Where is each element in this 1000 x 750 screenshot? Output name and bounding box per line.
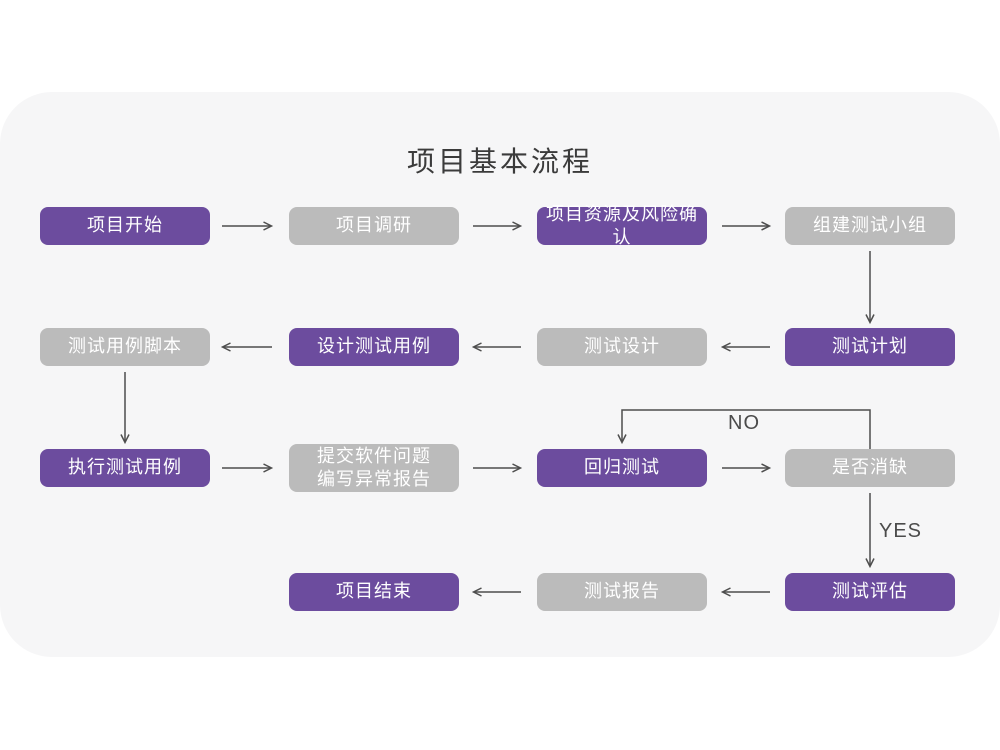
no-branch-label: NO <box>728 412 760 434</box>
diagram-title: 项目基本流程 <box>406 146 593 177</box>
node-test-evaluation: 测试评估 <box>785 573 955 611</box>
node-build-test-team: 组建测试小组 <box>785 207 955 245</box>
node-execute-test-cases: 执行测试用例 <box>40 449 210 487</box>
node-design-test-cases: 设计测试用例 <box>289 328 459 366</box>
node-resources-risk-confirm: 项目资源及风险确认 <box>537 204 707 247</box>
node-project-research: 项目调研 <box>289 207 459 245</box>
node-test-report: 测试报告 <box>537 573 707 611</box>
arrow-no-loop <box>617 409 871 449</box>
node-test-case-scripts: 测试用例脚本 <box>40 328 210 366</box>
node-defect-resolved-check: 是否消缺 <box>785 449 955 487</box>
node-submit-issue-report: 提交软件问题 编写异常报告 <box>289 444 459 492</box>
flowchart-card-background <box>0 92 1000 657</box>
node-test-plan: 测试计划 <box>785 328 955 366</box>
node-project-end: 项目结束 <box>289 573 459 611</box>
node-test-design: 测试设计 <box>537 328 707 366</box>
node-regression-test: 回归测试 <box>537 449 707 487</box>
yes-branch-label: YES <box>879 520 923 542</box>
node-project-start: 项目开始 <box>40 207 210 245</box>
